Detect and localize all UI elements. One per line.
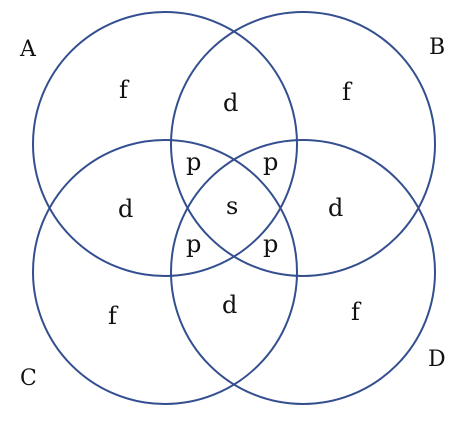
circle-b <box>170 11 436 277</box>
circle-d <box>170 139 436 405</box>
set-label-b: B <box>429 35 445 60</box>
set-label-d: D <box>428 347 446 372</box>
set-label-c: C <box>20 366 37 391</box>
set-label-a: A <box>19 37 37 62</box>
circle-a <box>32 11 298 277</box>
region-a-b: d <box>223 89 238 117</box>
region-a-only: f <box>119 76 130 104</box>
circle-c <box>32 139 298 405</box>
region-c-only: f <box>108 302 119 330</box>
region-d-only: f <box>351 298 362 326</box>
region-b-d: d <box>328 194 343 222</box>
region-c-d: d <box>222 291 237 319</box>
region-a-b-d: p <box>263 148 278 176</box>
circles-group <box>32 11 436 405</box>
region-a-b-c-d: s <box>226 192 238 220</box>
region-a-c: d <box>118 195 133 223</box>
region-b-c-d: p <box>263 230 278 258</box>
region-a-b-c: p <box>186 148 201 176</box>
region-a-c-d: p <box>186 230 201 258</box>
region-b-only: f <box>342 78 353 106</box>
